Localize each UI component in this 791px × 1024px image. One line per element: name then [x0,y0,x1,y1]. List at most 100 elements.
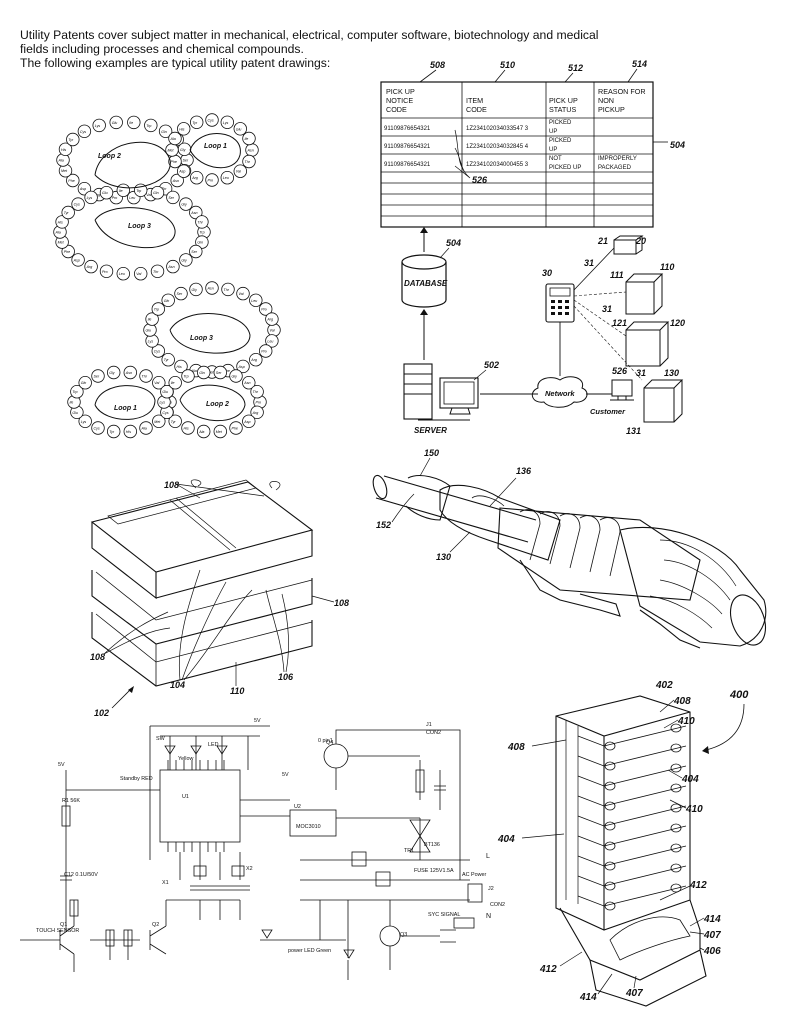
ref-number: 152 [376,520,391,530]
ref-number: 121 [612,318,627,328]
residue-circle [242,414,256,429]
table-cell: 1Z234102034000455 3 [466,162,529,168]
residue-label: Tyr [171,420,177,424]
residue-circle [160,385,174,399]
circuit-label: 5V [254,718,261,724]
server-icon [403,363,479,421]
circuit-label: X2 [246,866,253,872]
residue-circle [221,282,235,297]
residue-label: Ile [119,189,123,193]
residue-label: Ile [70,401,74,405]
residue-label: Ala [198,430,204,434]
table-cell: 1Z234102034032845 4 [466,144,529,150]
residue-label: Ser [191,250,197,254]
intro-line-3: The following examples are typical utili… [20,56,331,70]
ref-number: 102 [94,708,109,718]
ref-number: 410 [677,716,695,727]
table-header-2: ITEM CODE [466,96,487,114]
circuit-label: TOUCH SENSOR [36,928,79,934]
rack-clip [670,843,682,853]
residue-circle [242,376,256,390]
circuit-label: CON2 [426,730,441,736]
residue-circle [233,122,248,136]
residue-circle [189,170,204,185]
residue-label: Asn [190,211,197,215]
residue-circles: SerGlyAsnThrValLeuProArgAspPheMetAlaHisT… [53,113,281,439]
residue-circle [116,267,131,281]
residue-label: Thr [142,375,148,379]
residue-label: Lys [95,124,101,128]
database-icon [401,254,447,308]
residue-circle [205,281,219,295]
residue-circle [166,259,180,274]
residue-circle [259,302,273,316]
rack-clip [604,881,616,891]
ref-number: 408 [507,742,525,753]
table-header-3: PICK UP STATUS [549,96,580,114]
ref-number: 31 [602,304,612,314]
residue-label: Gln [199,371,205,375]
ref-number: 414 [703,914,721,925]
residue-circle [71,197,85,211]
circuit-label: X1 [162,880,169,886]
residue-label: Leu [251,299,257,303]
circuit-label: SYC SIGNAL [428,912,460,918]
rack-clip [670,823,682,833]
residue-label: Ala [55,231,61,235]
rack-rung [577,745,687,767]
residue-circle [151,302,166,316]
rack-figure: 402 408 410 400 408 404 410 404 412 414 … [497,680,749,1007]
residue-circle [195,235,209,249]
residue-label: Leu [223,176,229,180]
residue-label: Arg [250,358,257,362]
package-box-110 [625,273,664,315]
residue-label: Tyr [109,430,115,434]
ref-number: 20 [635,236,646,246]
rack-rung [577,885,687,907]
residue-label: Pro [261,350,267,354]
residue-circle [168,414,182,429]
residue-circle [145,312,159,326]
residue-label: Val [136,272,141,276]
residue-label: Pro [102,270,108,274]
ref-number: 404 [497,834,515,845]
residue-label: Trp [146,124,151,128]
rack-clip [604,801,616,811]
residue-label: Trp [72,390,77,394]
ref-number: 130 [664,368,679,378]
residue-label: His [58,220,63,224]
database-label: DATABASE [404,279,448,288]
package-box-130 [643,379,684,423]
residue-circle [61,244,75,259]
ref-number: 30 [542,268,552,278]
residue-label: Gly [232,375,238,379]
ref-number: 504 [670,140,685,150]
residue-label: Glu [162,390,168,394]
residue-circle [123,365,138,380]
rack-clip [670,883,682,893]
residue-label: Val [154,381,159,385]
residue-circle [139,421,153,435]
rack-rung [577,785,687,807]
residue-label: Val [236,170,241,174]
residue-circle [150,185,165,200]
circuit-label: BT136 [424,842,440,848]
residue-circle [150,264,165,279]
loop-curve [189,133,241,169]
circuit-label: J2 [488,886,494,892]
residue-label: Asn [167,265,174,269]
residue-label: Arg [86,265,93,269]
residue-label: Tyr [164,358,170,362]
residue-label: His [177,365,182,369]
table-cell: PICKED [549,120,572,126]
ref-number: 526 [472,175,488,185]
residue-label: Val [270,329,275,333]
residue-circle [152,414,166,429]
residue-label: Cys [208,119,214,123]
circuit-label: AC Power [462,872,486,878]
ref-number: 410 [685,804,703,815]
rack-rung [577,765,687,787]
residue-circle [236,359,250,374]
residue-circle [99,185,114,200]
ref-number: 110 [660,262,674,272]
